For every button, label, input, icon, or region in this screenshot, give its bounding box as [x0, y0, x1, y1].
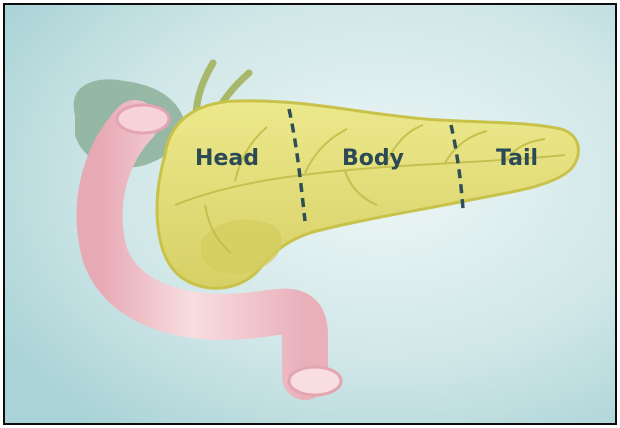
diagram-frame: Head Body Tail	[3, 3, 617, 425]
duodenum-bottom-opening	[289, 367, 341, 395]
pancreas-diagram: Head Body Tail	[5, 5, 615, 423]
label-body: Body	[342, 146, 404, 171]
duodenum-top-opening	[117, 105, 169, 133]
label-head: Head	[195, 146, 259, 171]
label-tail: Tail	[496, 146, 538, 171]
